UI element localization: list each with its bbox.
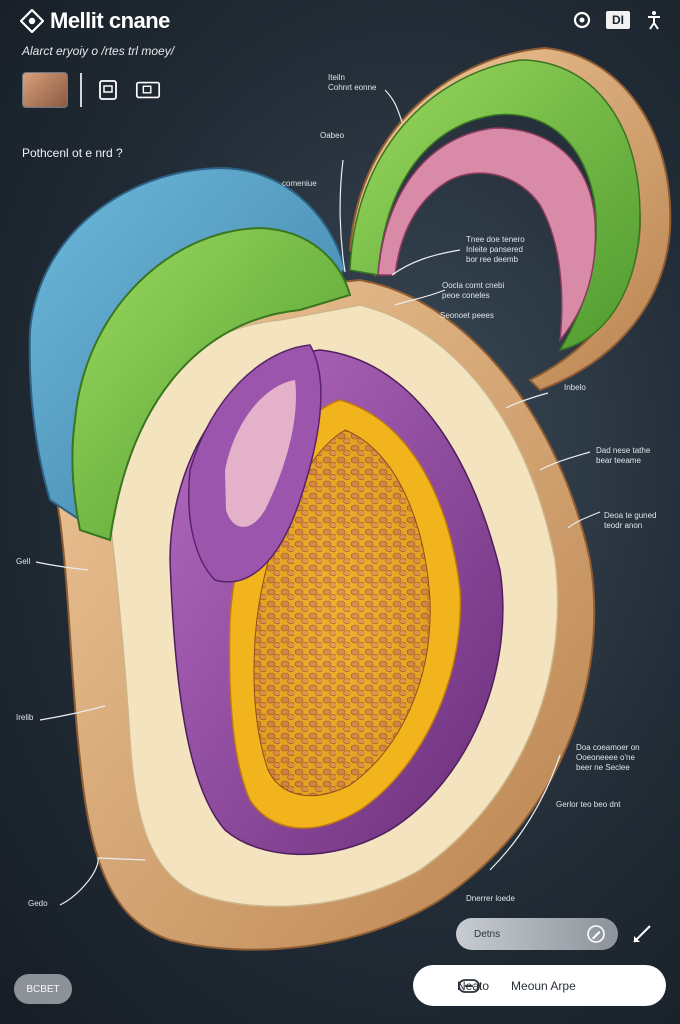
label-inbelo: Inbelo <box>564 383 586 392</box>
green-layer <box>71 226 352 542</box>
right-arc-meat <box>377 127 597 343</box>
document-icon[interactable] <box>94 76 122 104</box>
action-button-secondary[interactable]: Meoun Arpe <box>511 978 576 993</box>
label-oabeo: Oabeo <box>320 131 345 140</box>
label-right-6: Doa coeamoer on Ooeoneeee o'ne beer ne S… <box>576 743 640 772</box>
pencil-icon[interactable] <box>586 924 606 944</box>
top-toolbar: DI <box>570 8 666 32</box>
label-right-7: Gerlor teo beo dnt <box>556 800 621 809</box>
label-gell: Gell <box>16 557 31 566</box>
refresh-icon[interactable] <box>570 8 594 32</box>
label-gedo: Gedo <box>28 899 48 908</box>
label-top: Iteiln Cohnrt eonne <box>328 73 377 92</box>
link-icon[interactable] <box>458 978 480 994</box>
label-bottom: Dnerrer loede <box>466 894 515 903</box>
image-thumbnail[interactable] <box>22 72 68 108</box>
action-button-primary[interactable]: Neato <box>457 978 490 993</box>
toolbar-divider <box>80 73 82 107</box>
video-icon[interactable] <box>134 76 162 104</box>
search-text: Detns <box>474 928 501 940</box>
label-right-3: Seonoet peees <box>440 311 494 320</box>
right-arc-green <box>349 59 641 352</box>
label-comeniue: comeniue <box>282 179 317 188</box>
action-bar: Neato Meoun Arpe <box>413 965 666 1006</box>
label-irelib: Irelib <box>16 713 34 722</box>
accessibility-icon[interactable] <box>642 8 666 32</box>
label-right-2: Oocla cornt cnebi peoe coneles <box>442 281 505 300</box>
label-right-5: Deoa te guned teodr anon <box>604 511 657 530</box>
diamond-logo-icon <box>20 9 44 33</box>
label-right-1: Tnee doe tenero Inleite pansered bor ree… <box>466 235 525 264</box>
media-toolbar <box>22 72 162 108</box>
question-text: Pothcenl ot e nrd ? <box>22 146 123 160</box>
badge-button[interactable]: DI <box>606 11 630 29</box>
subtitle: Alarct eryoiy o /rtes trl moey/ <box>22 44 175 58</box>
app-title: Mellit cnane <box>50 8 170 33</box>
edit-corner-icon[interactable] <box>630 922 654 946</box>
search-field[interactable]: Detns <box>456 918 618 950</box>
label-right-4: Dad nese tathe bear teeame <box>596 446 651 465</box>
reset-button[interactable]: BCBET <box>14 974 72 1004</box>
